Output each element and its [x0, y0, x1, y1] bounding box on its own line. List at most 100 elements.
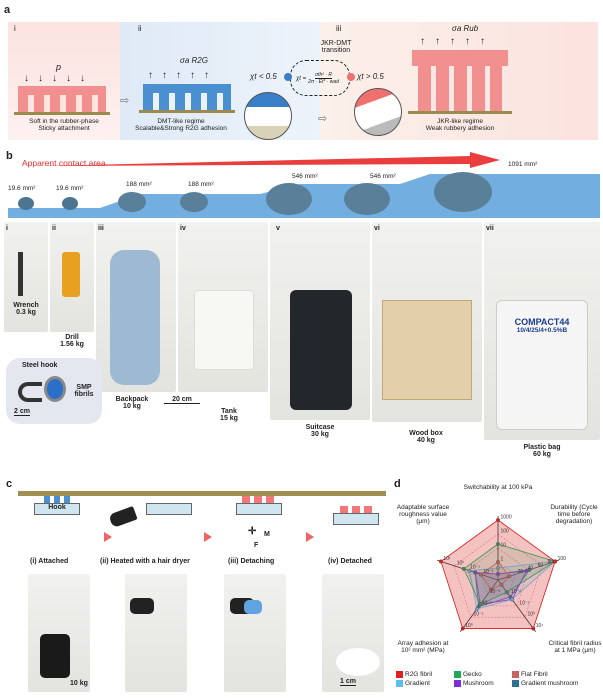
data-point — [474, 607, 479, 612]
data-point — [553, 559, 558, 564]
pad-icon — [180, 192, 208, 212]
item-name: Backpack — [115, 396, 149, 403]
radar-chart: 11010010002040608010010⁻²10⁻¹10⁰10¹10⁻³1… — [437, 515, 566, 633]
bag-text: 10/4/25/4+0.5%B — [516, 327, 568, 334]
hook-schematic-detaching — [236, 503, 282, 515]
item-name: Plastic bag — [523, 444, 561, 451]
series-gradient — [468, 560, 557, 610]
tick-label: 80 — [548, 559, 554, 565]
stretched-fibrils — [418, 66, 502, 111]
fibril-pad-icon — [44, 376, 66, 402]
data-point — [499, 582, 504, 587]
legend-item: Mushroom — [454, 680, 512, 687]
moment-label: M — [264, 531, 270, 538]
tick-label: 10⁻² — [511, 589, 521, 595]
rubbery-fibrils — [242, 496, 276, 503]
tick-label: 10⁻³ — [490, 589, 500, 595]
photo-wrench — [4, 222, 48, 332]
photo-heated — [125, 574, 187, 692]
step-label: (iv) Detached — [328, 558, 372, 565]
arrow-icon: ⇨ — [318, 113, 328, 125]
tick-label: 100 — [501, 529, 510, 535]
formula-lhs: χt = — [296, 75, 307, 82]
data-point — [461, 566, 466, 571]
item-mass: 10 kg — [123, 403, 141, 410]
glassy-backing — [143, 84, 231, 93]
detached-hook-inset — [336, 648, 380, 676]
contact-zoom-circle — [244, 92, 292, 140]
force-label: F — [254, 542, 259, 549]
legend-item: Gecko — [454, 671, 512, 678]
tick-label: 10¹ — [443, 556, 451, 562]
step-label: (ii) Heated with a hair dryer — [100, 558, 190, 565]
data-point — [438, 559, 443, 564]
item-number: vii — [486, 225, 494, 232]
roman-i: i — [14, 24, 16, 33]
pad-icon — [118, 192, 146, 212]
formula-denominator: 2π · Et* · wad — [308, 79, 339, 85]
axis-line — [437, 559, 499, 581]
data-point — [496, 572, 500, 576]
item-number: ii — [52, 225, 56, 232]
legend-label: Gradient mushroom — [521, 680, 579, 687]
data-point — [504, 590, 509, 595]
title-line: JKR-DMT — [320, 40, 352, 47]
data-point — [496, 518, 500, 522]
legend-label: Gecko — [463, 671, 482, 678]
legend-swatch — [512, 680, 519, 687]
pad-icon — [62, 197, 78, 210]
dryer-in-photo — [130, 598, 154, 614]
hair-dryer-icon — [108, 505, 138, 529]
pull-arrows: ↑↑↑↑↑ — [420, 36, 495, 47]
pressure-arrows: ↓↓↓↓↓ — [24, 73, 94, 84]
data-point — [510, 597, 515, 602]
data-point — [460, 626, 465, 631]
data-point — [488, 587, 493, 592]
tick-label: 60 — [538, 562, 544, 568]
item-mass: 60 kg — [533, 451, 551, 458]
pad-icon — [266, 183, 312, 215]
blue-dot — [284, 73, 292, 81]
tick-label: 10¹ — [536, 623, 544, 629]
data-point — [531, 626, 536, 631]
backpack-shape — [110, 250, 160, 385]
legend-swatch — [454, 671, 461, 678]
bag-text: COMPACT44 — [514, 317, 570, 327]
data-point — [467, 568, 472, 573]
item-number: iii — [98, 225, 104, 232]
data-point — [496, 566, 500, 570]
drill-shape — [62, 252, 80, 297]
area-label: 546 mm² — [370, 173, 396, 180]
inset-scale-bar: 2 cm — [14, 408, 30, 416]
pad-icon — [344, 183, 390, 215]
legend-label: Flat Fibril — [521, 671, 548, 678]
step-label: (iii) Detaching — [228, 558, 275, 565]
tick-label: 10⁻¹ — [470, 565, 480, 571]
tick-label: 10⁻² — [483, 569, 493, 575]
rub-stress-label: σa Rub — [452, 24, 479, 33]
legend-item: R2G fibril — [396, 671, 454, 678]
panel-label: b — [6, 150, 13, 162]
rubber-backing — [18, 86, 106, 95]
tick-label: 20 — [518, 569, 524, 575]
panel-label: a — [4, 4, 11, 16]
area-label: 19.6 mm² — [8, 185, 36, 192]
formula-numerator: σth² · R — [315, 72, 332, 79]
arrow-icon: ⇨ — [120, 95, 130, 107]
rubber-fibrils — [18, 95, 106, 112]
chi-greater-label: χt > 0.5 — [357, 72, 384, 81]
step-arrow-icon — [104, 532, 112, 542]
step-label: (i) Attached — [30, 558, 69, 565]
tick-label: 1 — [501, 557, 504, 563]
panel-label: d — [394, 478, 401, 490]
data-point — [473, 570, 478, 575]
caption-line: DMT-like regime — [157, 118, 205, 125]
r2g-stress-label: σa R2G — [180, 56, 208, 65]
area-label: 188 mm² — [188, 181, 214, 188]
axis-label-array-adhesion: Array adhesion at 10² mm² (MPa) — [397, 640, 449, 654]
legend-label: Mushroom — [463, 680, 494, 687]
